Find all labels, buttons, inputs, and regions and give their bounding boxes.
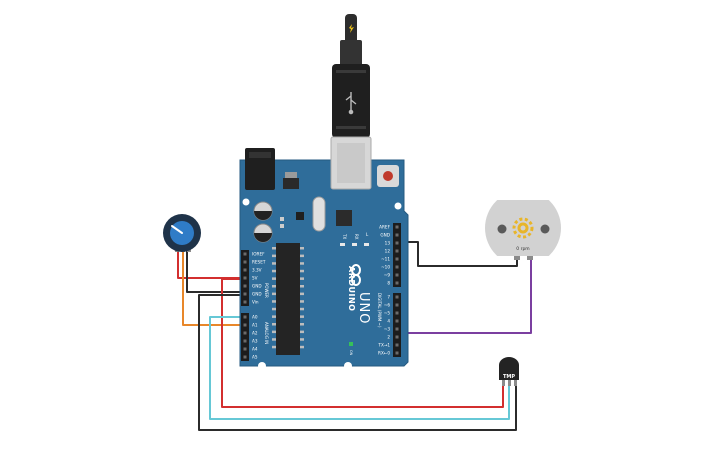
pin-label-analog: A5 bbox=[252, 355, 258, 360]
uno-model-text: UNO bbox=[356, 292, 371, 324]
pin-power-1[interactable] bbox=[243, 260, 247, 264]
power-header-title: POWER bbox=[264, 283, 269, 298]
rx-label: RX bbox=[354, 234, 359, 240]
pin-label-digital-top: ~11 bbox=[381, 257, 390, 262]
gear-icon bbox=[512, 217, 534, 239]
pin-label-digital-top: 12 bbox=[385, 249, 391, 254]
pin-label-digital-top: ~10 bbox=[381, 265, 390, 270]
potentiometer-knob-icon bbox=[171, 225, 183, 234]
pin-digital-bottom-0[interactable] bbox=[395, 295, 399, 299]
arduino-uno-board[interactable]: TX RX L ON ARDUINO UNO POWER ANALOG IN D… bbox=[239, 136, 409, 370]
tmp-label: TMP bbox=[503, 374, 515, 380]
motor-rpm-label: 0 rpm bbox=[516, 246, 529, 252]
pin-digital-bottom-7[interactable] bbox=[395, 351, 399, 355]
usb-chip bbox=[336, 210, 352, 226]
pin-label-analog: A2 bbox=[252, 331, 258, 336]
pin-label-power: Vin bbox=[252, 300, 259, 305]
pin-label-analog: A1 bbox=[252, 323, 258, 328]
pin-power-0[interactable] bbox=[243, 252, 247, 256]
pin-analog-1[interactable] bbox=[243, 323, 247, 327]
digital-header-title: DIGITAL (PWM ~) bbox=[377, 293, 382, 328]
pin-label-digital-bottom: 7 bbox=[387, 295, 390, 300]
pin-label-digital-top: AREF bbox=[379, 225, 390, 230]
pin-label-digital-bottom: 2 bbox=[387, 335, 390, 340]
pin-label-digital-bottom: ~5 bbox=[384, 311, 391, 316]
pin-label-digital-bottom: RX←0 bbox=[378, 351, 390, 356]
capacitor-1 bbox=[253, 201, 273, 221]
pin-digital-bottom-4[interactable] bbox=[395, 327, 399, 331]
pin-label-digital-bottom: 4 bbox=[387, 319, 390, 324]
pin-digital-top-4[interactable] bbox=[395, 257, 399, 261]
pin-label-digital-bottom: ~6 bbox=[384, 303, 391, 308]
usb-cable bbox=[332, 14, 370, 138]
pin-label-digital-top: ~9 bbox=[384, 273, 391, 278]
wire-pot-5v[interactable] bbox=[177, 250, 248, 279]
pin-analog-3[interactable] bbox=[243, 339, 247, 343]
pin-label-analog: A0 bbox=[252, 315, 258, 320]
wire-motor-gnd[interactable] bbox=[400, 241, 518, 267]
pin-label-power: RESET bbox=[252, 260, 266, 265]
pin-digital-top-1[interactable] bbox=[395, 233, 399, 237]
pin-label-analog: A4 bbox=[252, 347, 258, 352]
pin-digital-top-6[interactable] bbox=[395, 273, 399, 277]
capacitor-2 bbox=[253, 223, 273, 243]
digital-top-header bbox=[393, 223, 401, 287]
dc-power-jack bbox=[245, 148, 275, 190]
pin-label-digital-bottom: ~3 bbox=[384, 327, 391, 332]
l-label: L bbox=[366, 232, 369, 237]
pin-digital-bottom-2[interactable] bbox=[395, 311, 399, 315]
pin-label-digital-top: 8 bbox=[387, 281, 390, 286]
analog-header-title: ANALOG IN bbox=[264, 322, 269, 344]
pin-power-6[interactable] bbox=[243, 300, 247, 304]
pin-label-digital-top: GND bbox=[380, 233, 390, 238]
temperature-sensor[interactable]: TMP bbox=[499, 357, 519, 386]
pin-label-digital-top: 13 bbox=[385, 241, 391, 246]
wire-pot-a1[interactable] bbox=[182, 252, 250, 326]
pin-analog-2[interactable] bbox=[243, 331, 247, 335]
arduino-logo-icon bbox=[351, 264, 361, 286]
pin-label-power: GND bbox=[252, 284, 262, 289]
pin-label-power: 5V bbox=[252, 276, 258, 281]
pin-label-analog: A3 bbox=[252, 339, 258, 344]
wire-tmp-5v[interactable] bbox=[221, 278, 504, 408]
pin-analog-5[interactable] bbox=[243, 355, 247, 359]
pin-digital-top-3[interactable] bbox=[395, 249, 399, 253]
pin-analog-4[interactable] bbox=[243, 347, 247, 351]
arduino-brand-text: ARDUINO bbox=[347, 266, 356, 311]
crystal-oscillator bbox=[312, 196, 326, 232]
wire-pot-gnd[interactable] bbox=[186, 250, 248, 293]
digital-bottom-header bbox=[393, 293, 401, 357]
pin-digital-top-2[interactable] bbox=[395, 241, 399, 245]
pin-label-power: IOREF bbox=[252, 252, 265, 257]
pin-digital-top-5[interactable] bbox=[395, 265, 399, 269]
voltage-regulator bbox=[283, 178, 299, 189]
pin-power-5[interactable] bbox=[243, 292, 247, 296]
atmega-chip bbox=[276, 243, 300, 355]
pin-power-2[interactable] bbox=[243, 268, 247, 272]
pin-power-4[interactable] bbox=[243, 284, 247, 288]
pin-digital-bottom-5[interactable] bbox=[395, 335, 399, 339]
pin-label-digital-bottom: TX→1 bbox=[377, 343, 390, 348]
pin-label-power: 3.3V bbox=[252, 268, 262, 273]
pin-analog-0[interactable] bbox=[243, 315, 247, 319]
analog-header bbox=[241, 313, 249, 361]
pin-digital-top-7[interactable] bbox=[395, 281, 399, 285]
pin-digital-top-0[interactable] bbox=[395, 225, 399, 229]
usb-icon bbox=[345, 92, 357, 115]
wire-motor-pin3[interactable] bbox=[400, 258, 532, 334]
tx-label: TX bbox=[342, 233, 347, 239]
on-led-label: ON bbox=[349, 350, 353, 356]
wire-tmp-gnd[interactable] bbox=[198, 294, 517, 431]
pin-digital-bottom-3[interactable] bbox=[395, 319, 399, 323]
pin-digital-bottom-1[interactable] bbox=[395, 303, 399, 307]
pin-label-power: GND bbox=[252, 292, 262, 297]
pin-digital-bottom-6[interactable] bbox=[395, 343, 399, 347]
pin-power-3[interactable] bbox=[243, 276, 247, 280]
wire-tmp-a0[interactable] bbox=[209, 316, 510, 420]
potentiometer[interactable] bbox=[163, 214, 201, 252]
dc-motor[interactable]: 0 rpm bbox=[485, 190, 561, 266]
